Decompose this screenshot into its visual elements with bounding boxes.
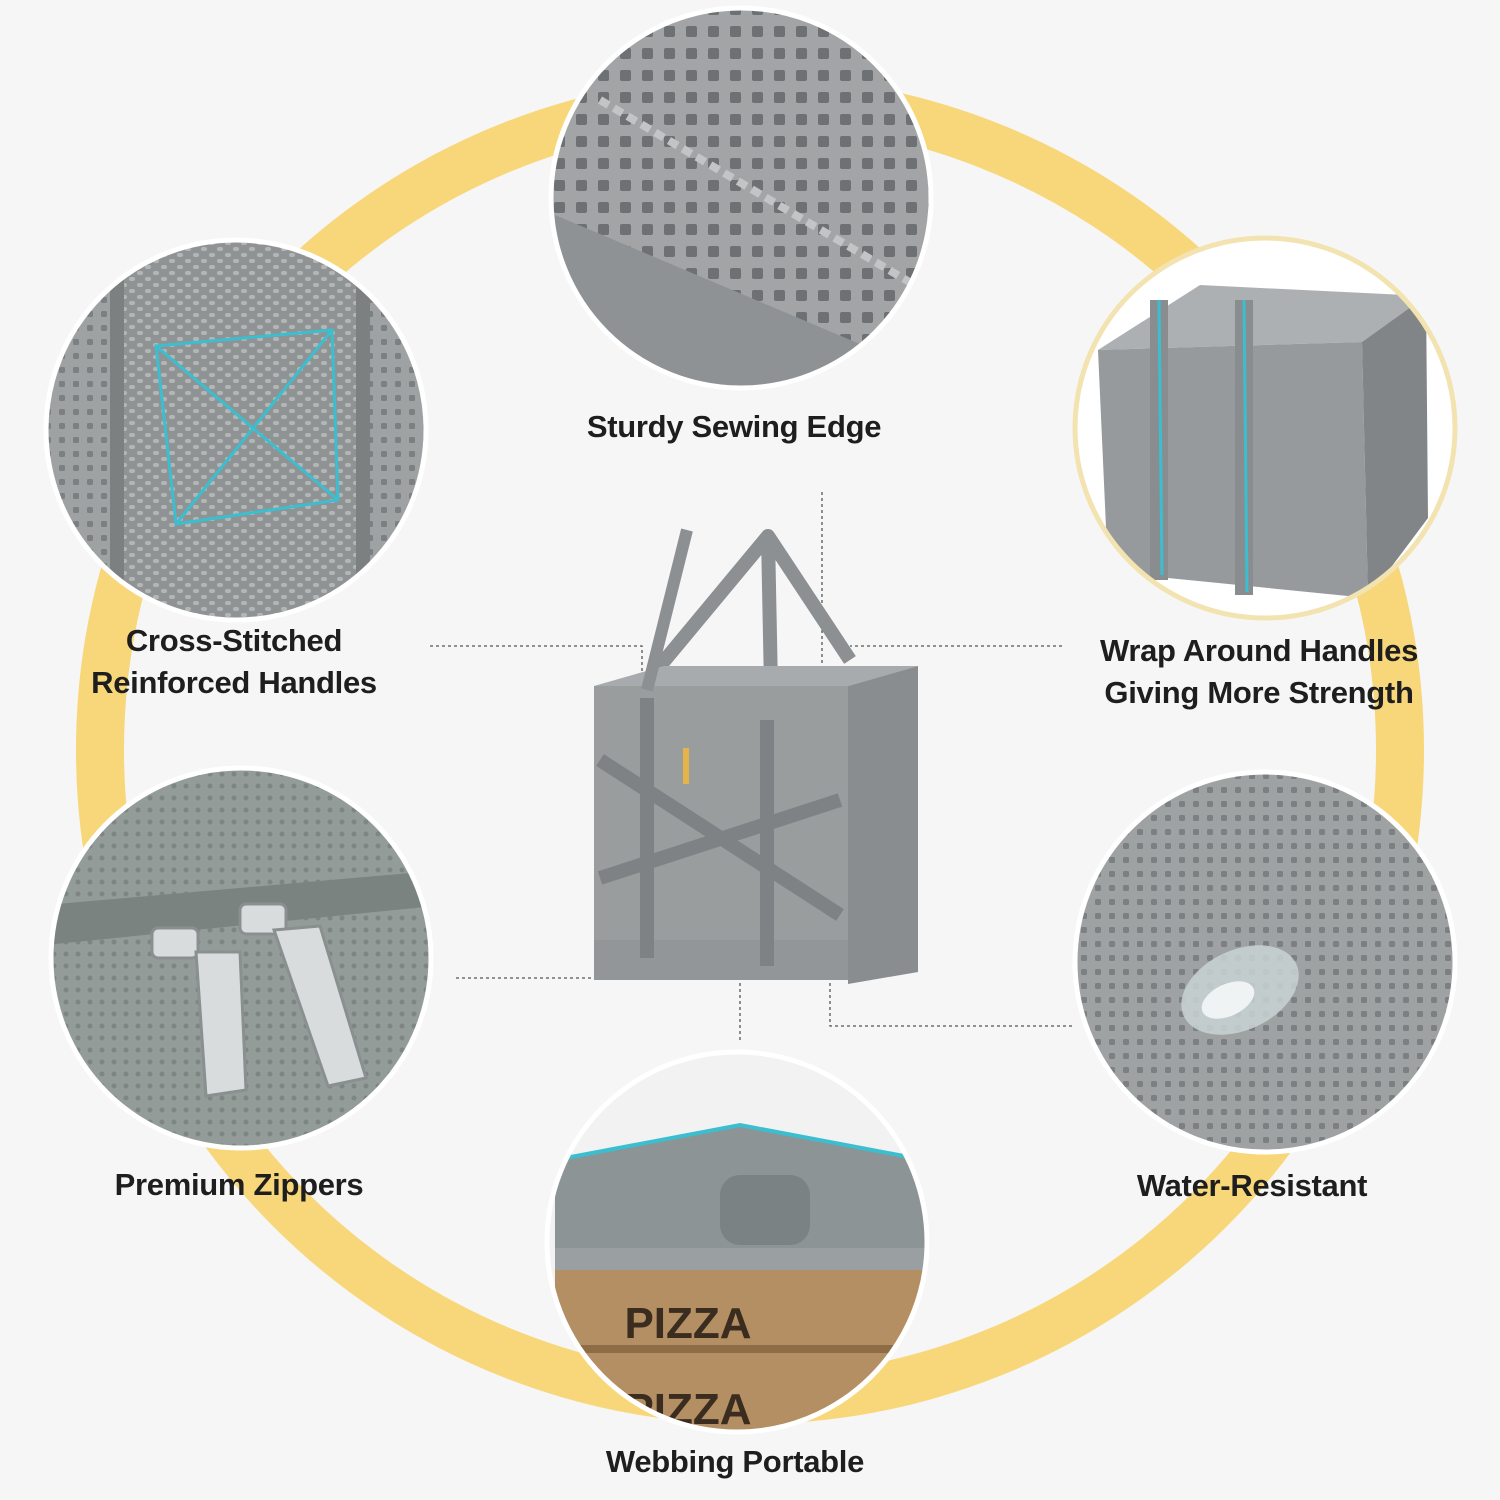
label-sewing-edge: Sturdy Sewing Edge bbox=[586, 409, 882, 444]
wrap-handles-photo bbox=[1075, 238, 1455, 618]
cross-stitch-photo bbox=[46, 240, 426, 620]
label-cross-stitched: Cross-Stitched Reinforced Handles bbox=[34, 620, 434, 704]
cross-stitch-frame bbox=[43, 237, 429, 623]
label-wrap-around: Wrap Around Handles Giving More Strength bbox=[1059, 630, 1459, 714]
label-cross-stitched-line2: Reinforced Handles bbox=[91, 665, 377, 700]
label-webbing: Webbing Portable bbox=[605, 1444, 865, 1479]
label-zippers: Premium Zippers bbox=[114, 1167, 364, 1202]
label-wrap-around-line1: Wrap Around Handles bbox=[1099, 633, 1419, 668]
water-frame bbox=[1072, 769, 1458, 1155]
pizza-text-1: PIZZA bbox=[624, 1299, 751, 1348]
zipper-photo bbox=[51, 768, 431, 1148]
label-cross-stitched-line1: Cross-Stitched bbox=[125, 623, 343, 658]
label-water-resistant: Water-Resistant bbox=[1136, 1168, 1368, 1203]
wrap-handles-frame bbox=[1072, 235, 1458, 621]
sewing-edge-frame bbox=[548, 5, 934, 391]
zipper-frame bbox=[48, 765, 434, 1151]
sewing-edge-photo bbox=[551, 8, 931, 388]
tote-bag-illustration bbox=[594, 528, 918, 984]
water-photo bbox=[1075, 772, 1455, 1152]
label-wrap-around-line2: Giving More Strength bbox=[1104, 675, 1414, 710]
pizza-frame bbox=[544, 1049, 930, 1435]
